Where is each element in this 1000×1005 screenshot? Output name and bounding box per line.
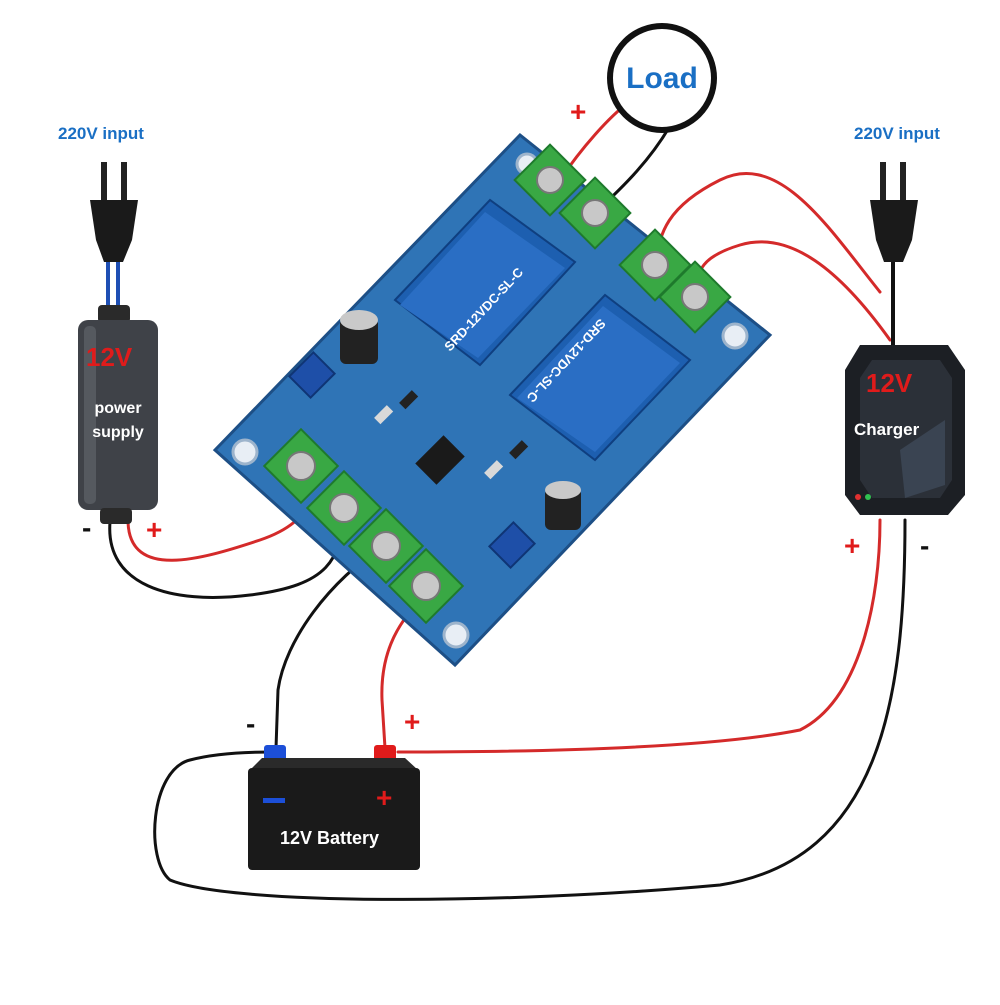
left-plug-body xyxy=(90,200,138,262)
power-supply-highlight xyxy=(84,326,96,504)
power-supply-plus: + xyxy=(146,514,163,545)
right-plug-prong-2 xyxy=(900,162,906,202)
potentiometer-2 xyxy=(487,520,537,570)
screw-bottom-2 xyxy=(329,493,359,523)
right-plug xyxy=(870,162,918,262)
right-plug-prong-1 xyxy=(880,162,886,202)
screw-bottom-1 xyxy=(286,451,316,481)
power-supply-cap-bottom xyxy=(100,508,132,524)
battery-lid xyxy=(250,758,418,770)
battery-body xyxy=(248,768,420,870)
screw-bottom-3 xyxy=(371,531,401,561)
charger-led-red xyxy=(855,494,861,500)
left-plug-prong-1 xyxy=(101,162,107,202)
charger-led-green xyxy=(865,494,871,500)
ic-chip xyxy=(415,435,465,485)
left-plug xyxy=(90,162,138,262)
left-plug-prong-2 xyxy=(121,162,127,202)
smd-3 xyxy=(484,460,504,480)
capacitor-2-body xyxy=(545,488,581,530)
screw-charger-2 xyxy=(681,283,709,311)
relay-2: SRD-12VDC-SL-C xyxy=(508,293,692,462)
charger-voltage: 12V xyxy=(866,368,913,398)
right-plug-body xyxy=(870,200,918,262)
right-input-label: 220V input xyxy=(854,124,940,143)
capacitor-1-top xyxy=(340,310,378,330)
battery-terminal-plus xyxy=(374,745,396,761)
capacitor-2 xyxy=(545,481,581,530)
charger-facet xyxy=(900,420,945,498)
battery-terminal-minus-label: - xyxy=(246,708,256,739)
smd-1 xyxy=(374,405,394,425)
mount-hole-3 xyxy=(721,322,749,350)
relay-2-top xyxy=(517,306,680,452)
power-supply-line1: power xyxy=(94,400,142,417)
relay-1-top xyxy=(400,212,565,358)
power-supply-line2: supply xyxy=(92,424,144,441)
charger-minus: - xyxy=(920,530,930,561)
terminal-block-bottom xyxy=(262,427,465,625)
load-badge: Load xyxy=(607,23,717,133)
screw-load-2 xyxy=(581,199,609,227)
power-supply-cap-top xyxy=(98,305,130,323)
wire-charger-plus-battery xyxy=(396,518,882,754)
charger xyxy=(845,345,965,515)
load-circle xyxy=(607,23,717,133)
capacitor-1-body xyxy=(340,318,378,364)
potentiometer-1 xyxy=(287,350,337,400)
battery-face-minus-bar xyxy=(263,798,285,803)
terminal-block-load xyxy=(513,143,632,250)
mount-hole-1 xyxy=(231,438,259,466)
battery-terminal-minus xyxy=(264,745,286,761)
mount-hole-2 xyxy=(442,621,470,649)
terminal-block-charger xyxy=(618,228,732,334)
power-supply-voltage: 12V xyxy=(86,342,133,372)
battery xyxy=(248,745,420,870)
capacitor-1 xyxy=(340,310,378,364)
load-label: Load xyxy=(626,62,698,95)
charger-label: Charger xyxy=(854,420,920,439)
capacitor-2-top xyxy=(545,481,581,499)
charger-plus: + xyxy=(844,530,861,561)
power-supply-body xyxy=(78,320,158,510)
load-plus-sign: + xyxy=(570,96,587,127)
screw-load-1 xyxy=(536,166,564,194)
circuit-board: SRD-12VDC-SL-C SRD-12VDC-SL-C xyxy=(212,132,773,668)
power-supply-minus: - xyxy=(82,512,92,543)
screw-bottom-4 xyxy=(411,571,441,601)
battery-terminal-plus-label: + xyxy=(404,706,421,737)
wire-charger-minus-battery xyxy=(153,518,907,901)
smd-4 xyxy=(509,440,529,460)
screw-charger-1 xyxy=(641,251,669,279)
left-input-label: 220V input xyxy=(58,124,144,143)
smd-2 xyxy=(399,390,419,410)
power-supply xyxy=(78,305,158,524)
battery-face-plus: + xyxy=(376,782,393,813)
battery-label: 12V Battery xyxy=(280,828,380,848)
